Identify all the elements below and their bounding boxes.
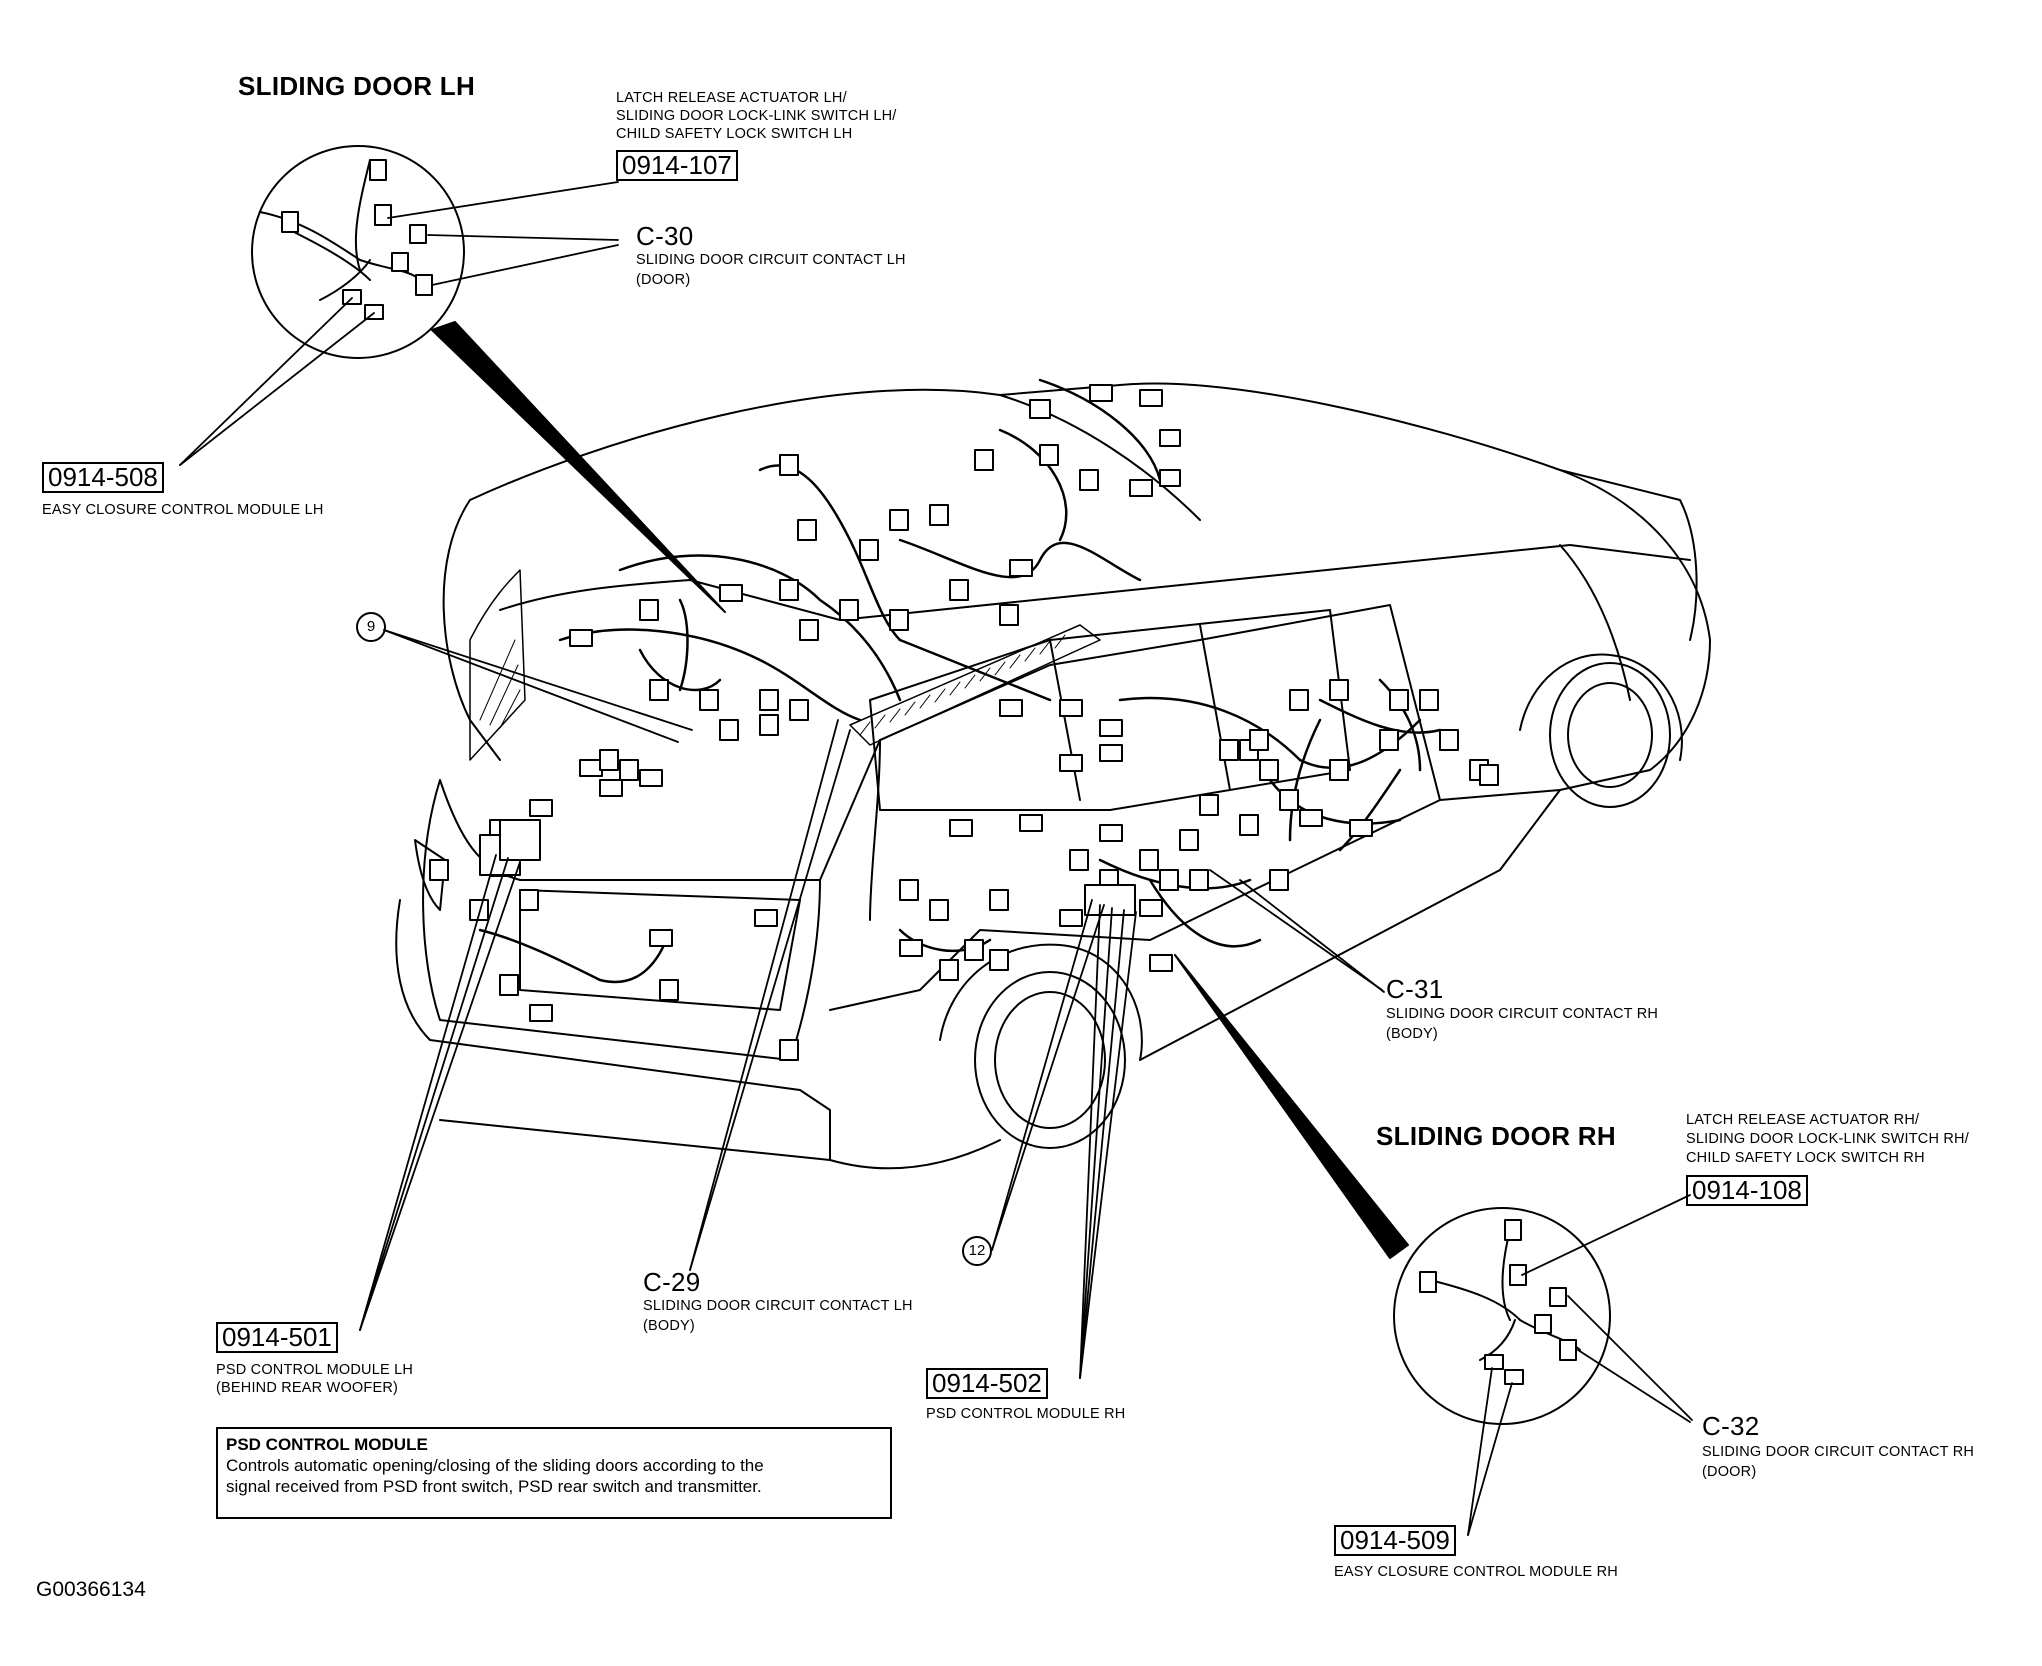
ref-0914-108: 0914-108 xyxy=(1686,1175,1808,1207)
sliding-door-lh-title: SLIDING DOOR LH xyxy=(238,71,476,101)
ref-0914-502: 0914-502 xyxy=(926,1368,1048,1400)
psd-rh-label: PSD CONTROL MODULE RH xyxy=(926,1406,1126,1422)
ref-0914-501: 0914-501 xyxy=(216,1322,338,1354)
psd-note-box: PSD CONTROL MODULE Controls automatic op… xyxy=(216,1427,892,1519)
ground-point-9: 9 xyxy=(356,612,386,642)
psd-note-line1: Controls automatic opening/closing of th… xyxy=(226,1456,764,1475)
c32-label-line1: SLIDING DOOR CIRCUIT CONTACT RH xyxy=(1702,1444,1975,1460)
psd-note-line2: signal received from PSD front switch, P… xyxy=(226,1477,762,1496)
c29-label-line2: (BODY) xyxy=(643,1318,695,1334)
psd-lh-label-line1: PSD CONTROL MODULE LH xyxy=(216,1362,414,1378)
sliding-door-rh-title: SLIDING DOOR RH xyxy=(1376,1121,1616,1151)
c29-code: C-29 xyxy=(643,1267,701,1297)
ref-0914-508: 0914-508 xyxy=(42,462,164,494)
c30-label-line1: SLIDING DOOR CIRCUIT CONTACT LH xyxy=(636,252,906,268)
c31-code: C-31 xyxy=(1386,974,1444,1004)
detail-circle-rh xyxy=(1393,1207,1611,1425)
easy-closure-rh-label: EASY CLOSURE CONTROL MODULE RH xyxy=(1334,1564,1618,1580)
c29-label-line1: SLIDING DOOR CIRCUIT CONTACT LH xyxy=(643,1298,913,1314)
latch-label-rh-line1: LATCH RELEASE ACTUATOR RH/ xyxy=(1686,1112,1920,1128)
latch-label-lh-line1: LATCH RELEASE ACTUATOR LH/ xyxy=(616,90,847,106)
leader-lines xyxy=(179,181,1693,1536)
latch-label-lh-line2: SLIDING DOOR LOCK-LINK SWITCH LH/ xyxy=(616,108,897,124)
easy-closure-lh-label: EASY CLOSURE CONTROL MODULE LH xyxy=(42,502,324,518)
wiring-harness xyxy=(478,378,1442,984)
psd-lh-label-line2: (BEHIND REAR WOOFER) xyxy=(216,1380,399,1396)
c31-label-line1: SLIDING DOOR CIRCUIT CONTACT RH xyxy=(1386,1006,1659,1022)
ground-point-12: 12 xyxy=(962,1236,992,1266)
psd-note-heading: PSD CONTROL MODULE xyxy=(226,1435,428,1454)
latch-label-lh-line3: CHILD SAFETY LOCK SWITCH LH xyxy=(616,126,853,142)
c30-label-line2: (DOOR) xyxy=(636,272,691,288)
detail-circle-lh xyxy=(251,145,465,359)
wedge-pointer-lh xyxy=(431,321,726,613)
figure-id: G00366134 xyxy=(36,1578,146,1601)
ref-0914-107: 0914-107 xyxy=(616,150,738,182)
wedge-pointer-rh xyxy=(1174,954,1409,1259)
c31-label-line2: (BODY) xyxy=(1386,1026,1438,1042)
ref-0914-509: 0914-509 xyxy=(1334,1525,1456,1557)
hatch-pattern xyxy=(479,634,1066,736)
latch-label-rh-line2: SLIDING DOOR LOCK-LINK SWITCH RH/ xyxy=(1686,1131,1969,1147)
c30-code: C-30 xyxy=(636,221,694,251)
c32-code: C-32 xyxy=(1702,1411,1760,1441)
c32-label-line2: (DOOR) xyxy=(1702,1464,1757,1480)
vehicle-outline xyxy=(395,382,1711,1170)
latch-label-rh-line3: CHILD SAFETY LOCK SWITCH RH xyxy=(1686,1150,1925,1166)
psd-module-block xyxy=(479,819,1136,916)
